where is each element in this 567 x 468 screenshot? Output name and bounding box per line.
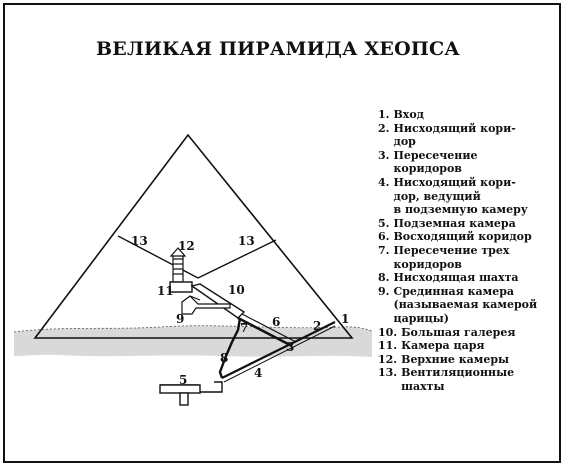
ascending-corridor	[237, 316, 293, 348]
legend-item-2: 2.Нисходящий кори- дор	[378, 121, 516, 149]
kings-chamber	[169, 281, 193, 293]
ventilation-shaft-left	[117, 235, 199, 279]
label-8: 8	[220, 351, 228, 365]
descending-shaft	[218, 317, 242, 379]
legend-item-4: 4.Нисходящий кори- дор, ведущий в подзем…	[378, 175, 528, 217]
legend-item-3: 3.Пересечение коридоров	[378, 148, 478, 176]
label-5: 5	[179, 373, 187, 387]
label-10: 10	[228, 283, 245, 297]
legend-item-11: 11.Камера царя	[378, 339, 485, 353]
legend-item-13: 13.Вентиляционные шахты	[378, 366, 515, 393]
label-2: 2	[313, 319, 321, 333]
label-13-left: 13	[131, 234, 148, 248]
label-1: 1	[341, 312, 349, 326]
label-9: 9	[176, 312, 184, 326]
label-7: 7	[240, 321, 248, 335]
upper-chambers	[169, 247, 187, 283]
legend-item-8: 8.Нисходящая шахта	[378, 271, 519, 285]
figure-title: ВЕЛИКАЯ ПИРАМИДА ХЕОПСА	[96, 38, 460, 60]
figure-frame	[3, 3, 561, 463]
pyramid-outline	[33, 133, 354, 339]
queens-chamber-passage	[181, 295, 231, 315]
legend-item-7: 7.Пересечение трех коридоров	[378, 243, 510, 271]
label-6: 6	[272, 315, 280, 329]
legend-item-9: 9.Срединная камера (называемая камерой ц…	[378, 284, 538, 325]
legend-item-6: 6.Восходящий коридор	[378, 230, 532, 244]
label-3: 3	[286, 340, 294, 354]
label-12: 12	[178, 239, 195, 253]
descending-corridor	[221, 321, 336, 379]
legend-item-1: 1.Вход	[378, 108, 425, 121]
label-4: 4	[254, 366, 262, 380]
legend-item-12: 12.Верхние камеры	[378, 352, 510, 366]
label-11: 11	[157, 284, 174, 298]
label-13-right: 13	[238, 234, 255, 248]
subterranean-chamber	[159, 381, 223, 406]
legend-item-10: 10.Большая галерея	[378, 325, 516, 339]
legend-item-5: 5.Подземная камера	[378, 216, 516, 230]
ventilation-shaft-right	[197, 239, 277, 279]
legend: 1.Вход 2.Нисходящий кори- дор 3.Пересече…	[378, 108, 558, 393]
